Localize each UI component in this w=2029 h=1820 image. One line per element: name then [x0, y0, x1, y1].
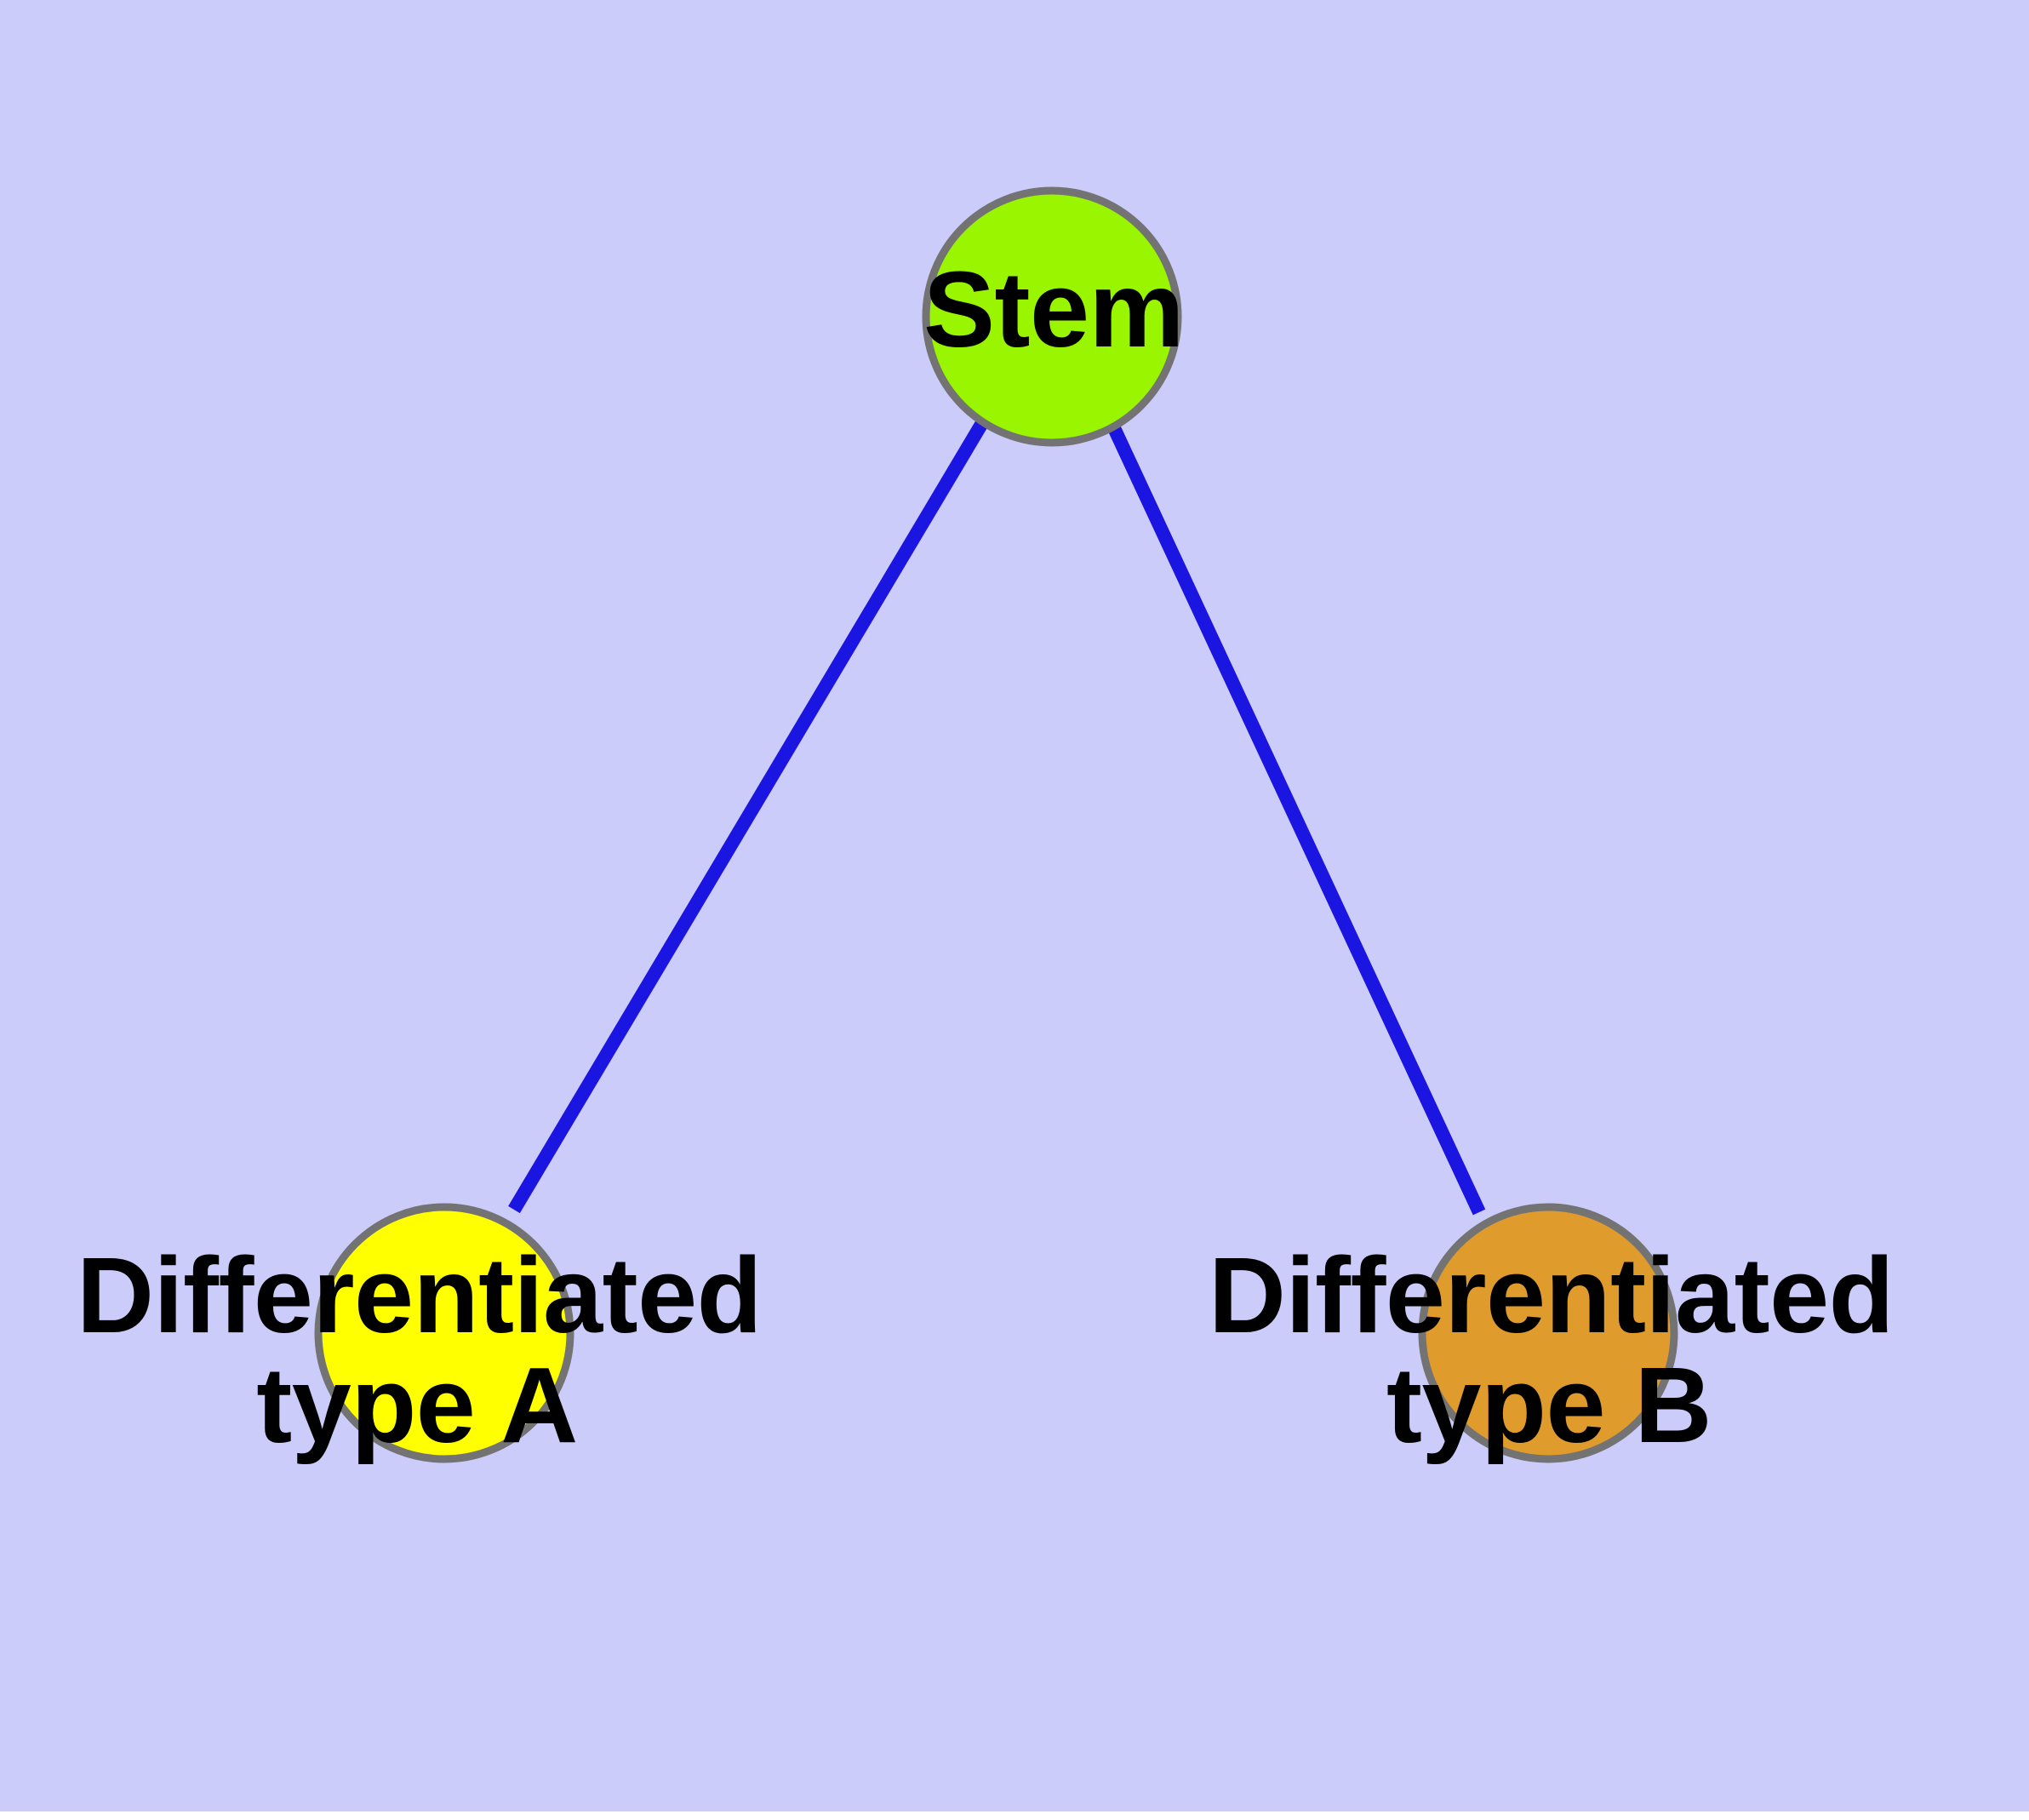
node-differentiated-type-b[interactable]: [1418, 1203, 1678, 1463]
node-differentiated-type-a[interactable]: [314, 1203, 574, 1463]
edge-stem-to-type-a: [508, 419, 988, 1214]
node-stem[interactable]: [922, 186, 1182, 447]
edge-stem-to-type-b: [1102, 414, 1486, 1216]
